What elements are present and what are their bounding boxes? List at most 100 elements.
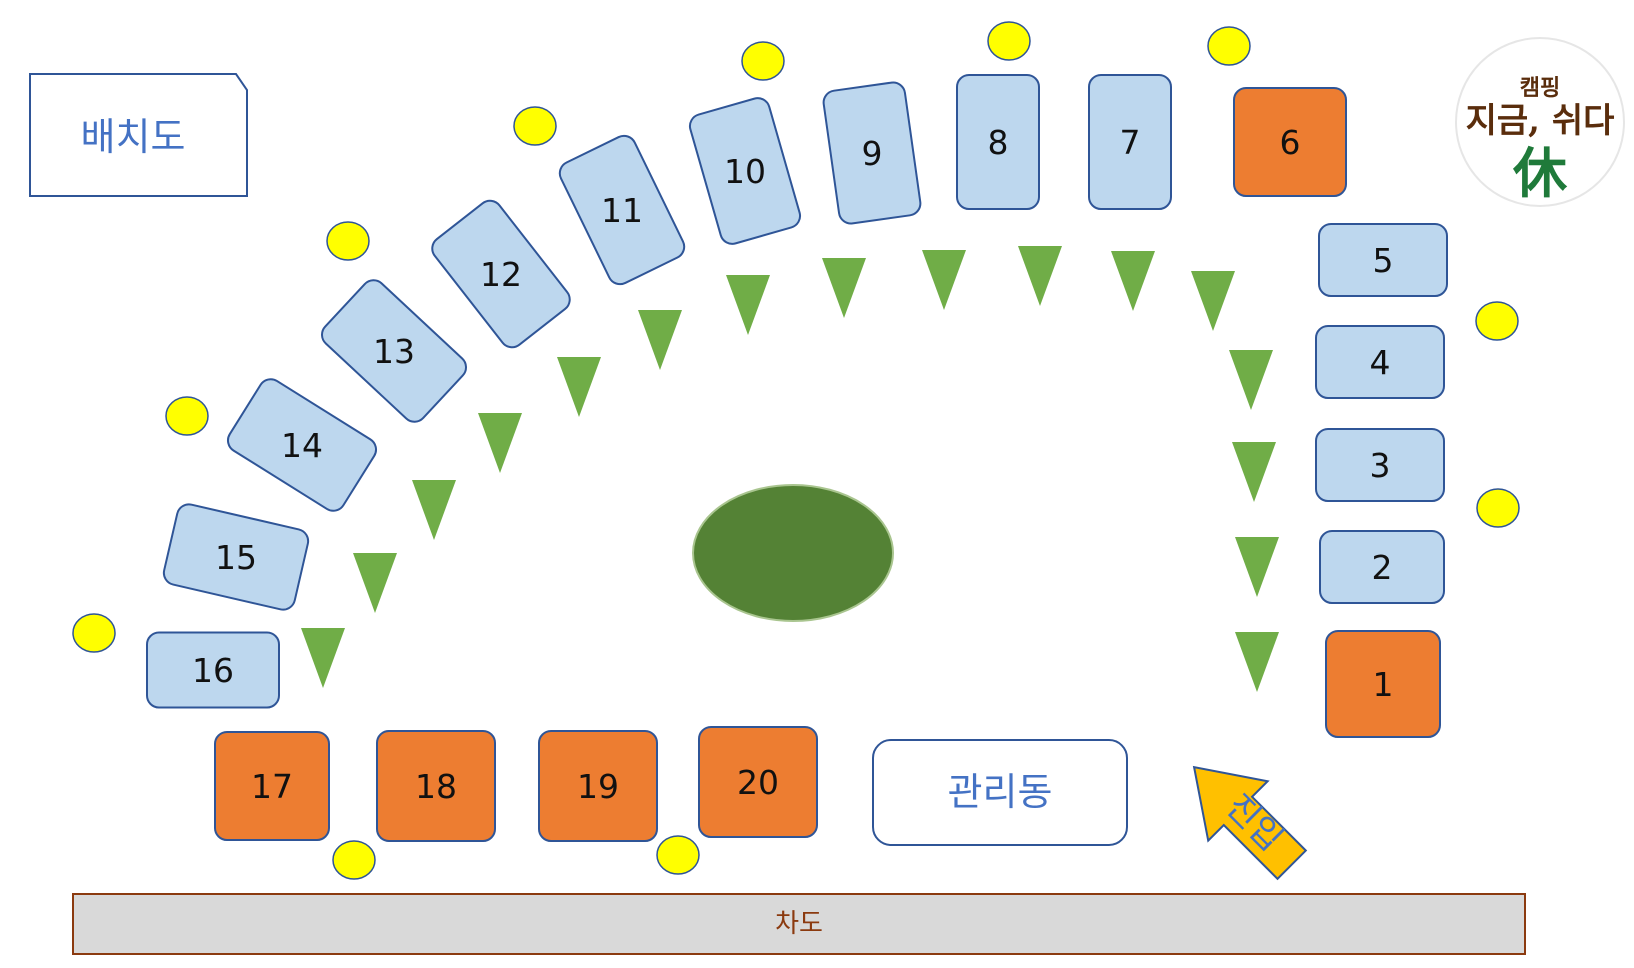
campsite-number: 12 bbox=[480, 255, 522, 294]
campsite-19[interactable]: 19 bbox=[538, 730, 658, 842]
trees-group bbox=[301, 246, 1279, 692]
logo-top-text: 캠핑 bbox=[1520, 75, 1560, 101]
entrance-arrow-icon bbox=[1192, 765, 1308, 881]
entrance-arrow[interactable]: 진입 bbox=[1164, 737, 1321, 894]
campsite-box bbox=[1315, 428, 1445, 502]
light-icon bbox=[987, 21, 1031, 61]
tree-icon bbox=[1018, 246, 1062, 306]
campsite-number: 8 bbox=[988, 123, 1009, 162]
tree-icon bbox=[478, 413, 522, 473]
tree-icon bbox=[822, 258, 866, 318]
campsite-box bbox=[376, 730, 496, 842]
campsite-20[interactable]: 20 bbox=[698, 726, 818, 838]
campsite-15[interactable]: 15 bbox=[161, 502, 310, 612]
light-icon bbox=[332, 840, 376, 880]
campsite-1[interactable]: 1 bbox=[1325, 630, 1441, 738]
campsite-14[interactable]: 14 bbox=[223, 375, 380, 516]
title-box: 배치도 bbox=[29, 73, 248, 197]
campsite-box bbox=[822, 81, 922, 225]
tree-icon bbox=[1191, 271, 1235, 331]
campsite-number: 1 bbox=[1373, 665, 1394, 704]
title-text: 배치도 bbox=[81, 115, 186, 159]
campsite-box bbox=[1233, 87, 1347, 197]
campsite-13[interactable]: 13 bbox=[317, 275, 471, 426]
tree-icon bbox=[557, 357, 601, 417]
road-label: 차도 bbox=[775, 909, 823, 939]
campsite-number: 15 bbox=[215, 538, 257, 577]
campsite-number: 10 bbox=[724, 152, 766, 191]
campsite-box bbox=[688, 97, 802, 245]
tree-icon bbox=[922, 250, 966, 310]
road: 차도 bbox=[72, 893, 1526, 955]
campsite-box bbox=[538, 730, 658, 842]
campsite-9[interactable]: 9 bbox=[822, 81, 922, 225]
campsite-10[interactable]: 10 bbox=[687, 95, 803, 246]
camping-logo: 캠핑 지금, 쉬다 休 bbox=[1455, 37, 1625, 207]
tree-icon bbox=[301, 628, 345, 688]
campsite-number: 9 bbox=[862, 134, 883, 173]
management-building[interactable]: 관리동 bbox=[872, 739, 1128, 846]
logo-symbol-text: 休 bbox=[1512, 141, 1568, 205]
campsite-number: 7 bbox=[1120, 123, 1141, 162]
campsite-11[interactable]: 11 bbox=[556, 132, 688, 288]
campsite-number: 4 bbox=[1370, 343, 1391, 382]
campsite-number: 3 bbox=[1370, 446, 1391, 485]
campsite-number: 19 bbox=[577, 767, 619, 806]
campsite-number: 11 bbox=[601, 191, 643, 230]
tree-icon bbox=[1232, 442, 1276, 502]
lights-group bbox=[72, 21, 1520, 880]
campsite-box bbox=[698, 726, 818, 838]
light-icon bbox=[513, 106, 557, 146]
campsite-box bbox=[320, 279, 468, 423]
tree-icon bbox=[1235, 632, 1279, 692]
light-icon bbox=[72, 613, 116, 653]
campsite-box bbox=[558, 134, 686, 286]
light-icon bbox=[1475, 301, 1519, 341]
campsite-12[interactable]: 12 bbox=[427, 196, 574, 352]
campsite-3[interactable]: 3 bbox=[1315, 428, 1445, 502]
campsite-6[interactable]: 6 bbox=[1233, 87, 1347, 197]
campsite-number: 20 bbox=[737, 763, 779, 802]
campsite-box bbox=[956, 74, 1040, 210]
campsite-number: 17 bbox=[251, 767, 293, 806]
campsite-box bbox=[162, 503, 310, 611]
campsite-8[interactable]: 8 bbox=[956, 74, 1040, 210]
campsite-5[interactable]: 5 bbox=[1318, 223, 1448, 297]
campsite-number: 16 bbox=[192, 651, 234, 690]
light-icon bbox=[326, 221, 370, 261]
light-icon bbox=[741, 41, 785, 81]
light-icon bbox=[1476, 488, 1520, 528]
campsite-box bbox=[1315, 325, 1445, 399]
campsite-17[interactable]: 17 bbox=[214, 731, 330, 841]
tree-icon bbox=[353, 553, 397, 613]
tree-icon bbox=[638, 310, 682, 370]
campsite-box bbox=[226, 378, 378, 512]
tree-icon bbox=[726, 275, 770, 335]
campsite-2[interactable]: 2 bbox=[1319, 530, 1445, 604]
campsite-number: 6 bbox=[1280, 123, 1301, 162]
campsite-number: 14 bbox=[281, 426, 323, 465]
light-icon bbox=[1207, 26, 1251, 66]
campsite-18[interactable]: 18 bbox=[376, 730, 496, 842]
campsite-number: 13 bbox=[373, 332, 415, 371]
tree-icon bbox=[1229, 350, 1273, 410]
campsite-box bbox=[214, 731, 330, 841]
campsite-4[interactable]: 4 bbox=[1315, 325, 1445, 399]
campsite-box bbox=[1325, 630, 1441, 738]
logo-middle-text: 지금, 쉬다 bbox=[1466, 101, 1615, 141]
campsite-number: 18 bbox=[415, 767, 457, 806]
light-icon bbox=[165, 396, 209, 436]
campsite-box bbox=[1318, 223, 1448, 297]
campsite-number: 5 bbox=[1373, 241, 1394, 280]
campsite-7[interactable]: 7 bbox=[1088, 74, 1172, 210]
campsite-box bbox=[1088, 74, 1172, 210]
tree-icon bbox=[412, 480, 456, 540]
campsite-number: 2 bbox=[1372, 548, 1393, 587]
pond-icon bbox=[692, 484, 894, 622]
campsite-box bbox=[146, 631, 280, 709]
campsite-16[interactable]: 16 bbox=[146, 631, 280, 709]
tree-icon bbox=[1235, 537, 1279, 597]
management-building-label: 관리동 bbox=[948, 770, 1053, 814]
